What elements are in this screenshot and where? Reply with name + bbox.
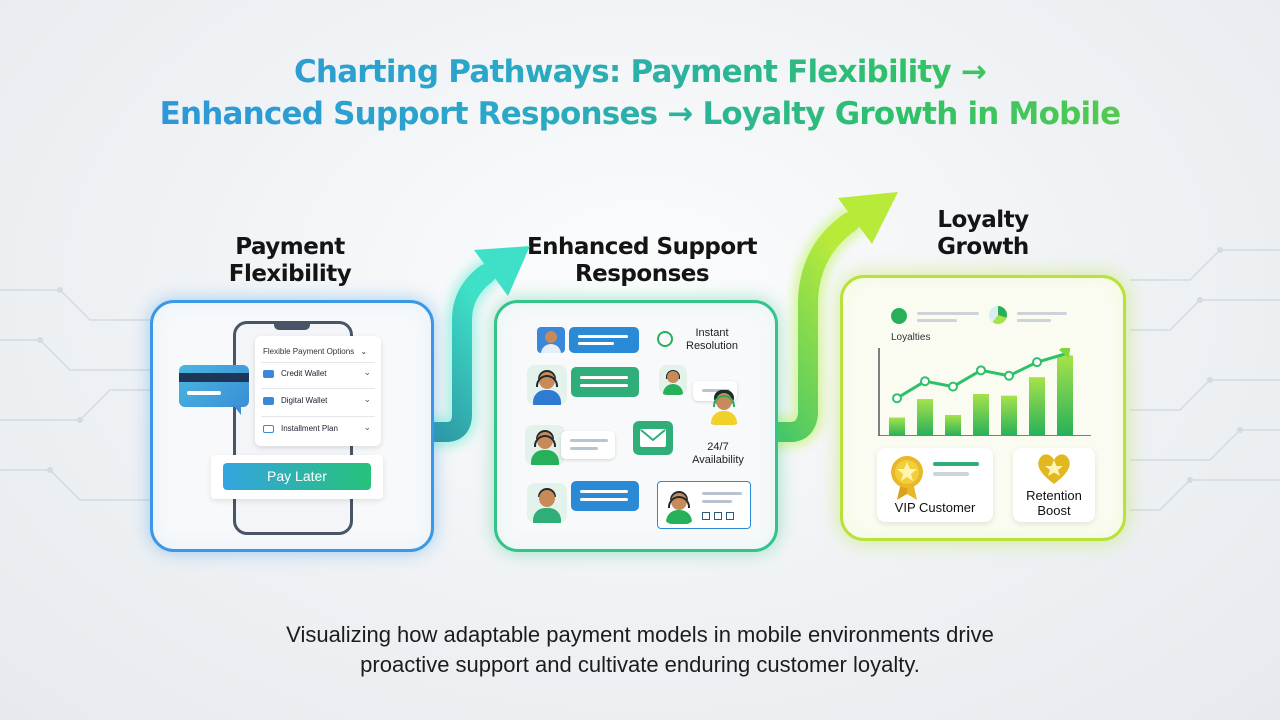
subtitle-line-2: proactive support and cultivate enduring… bbox=[360, 652, 920, 677]
instant-resolution-line1: Instant bbox=[695, 327, 729, 339]
title-line-1: Charting Pathways: Payment Flexibility → bbox=[0, 54, 1280, 90]
badge-star-icon bbox=[891, 456, 923, 500]
chevron-down-icon: ⌄ bbox=[360, 347, 368, 356]
loyalty-bar bbox=[945, 415, 961, 436]
chevron-down-icon: ⌄ bbox=[363, 394, 371, 404]
subtitle-line-1: Visualizing how adaptable payment models… bbox=[286, 622, 994, 647]
trend-point bbox=[1032, 357, 1042, 368]
loyalty-bar bbox=[917, 399, 933, 436]
trend-point bbox=[948, 381, 958, 392]
instant-resolution-label: Instant Resolution bbox=[677, 327, 747, 353]
stage-label-loyalty: Loyalty Growth bbox=[900, 207, 1066, 261]
instant-resolution-line2: Resolution bbox=[686, 340, 738, 352]
retention-boost-badge: Retention Boost bbox=[1013, 448, 1095, 522]
payment-option-digital-wallet[interactable]: Digital Wallet ⌄ bbox=[263, 394, 375, 408]
trend-point bbox=[976, 365, 986, 376]
headset-icon bbox=[536, 375, 558, 387]
trend-point bbox=[1004, 370, 1014, 381]
credit-card-icon bbox=[263, 370, 274, 378]
loyalty-bar bbox=[889, 417, 905, 436]
payment-options-header[interactable]: Flexible Payment Options ⌄ bbox=[263, 347, 367, 356]
analytics-header: Loyalties bbox=[891, 306, 1081, 348]
payment-options-header-label: Flexible Payment Options bbox=[263, 347, 355, 356]
chat-bubble bbox=[561, 431, 615, 459]
phone-notch bbox=[274, 324, 310, 330]
arrow-up-icon bbox=[399, 246, 530, 447]
credit-card-icon bbox=[179, 365, 249, 415]
loyalty-bar bbox=[1001, 395, 1017, 436]
chevron-down-icon: ⌄ bbox=[363, 422, 371, 432]
loyalty-bar bbox=[1057, 355, 1073, 436]
retention-line1: Retention bbox=[1026, 488, 1082, 503]
stage-label-loyalty-line1: Loyalty bbox=[937, 207, 1029, 233]
payment-options-panel: Flexible Payment Options ⌄ Credit Wallet… bbox=[255, 336, 381, 446]
payment-option-label: Installment Plan bbox=[281, 424, 338, 433]
pay-later-panel: Pay Later bbox=[211, 455, 383, 499]
agent-avatar bbox=[537, 327, 565, 353]
video-call-window bbox=[657, 481, 751, 529]
loyalty-growth-chart-svg bbox=[878, 340, 1091, 437]
loyalty-bar bbox=[1029, 377, 1045, 436]
loyalty-growth-card: Loyalties VIP Customer Retention Boost bbox=[840, 275, 1126, 541]
calendar-icon bbox=[263, 425, 274, 433]
stage-label-support-line2: Responses bbox=[574, 261, 710, 287]
vip-customer-badge: VIP Customer bbox=[877, 448, 993, 522]
agent-avatar-headset bbox=[527, 365, 567, 405]
availability-line2: Availability bbox=[692, 454, 744, 466]
trend-point bbox=[892, 393, 902, 404]
loyalty-bar bbox=[973, 394, 989, 436]
agent-avatar-headset bbox=[664, 486, 694, 524]
retention-line2: Boost bbox=[1037, 503, 1071, 518]
chat-bubble bbox=[571, 367, 639, 397]
divider bbox=[261, 416, 375, 417]
stage-label-support: Enhanced Support Responses bbox=[520, 234, 764, 288]
payment-flexibility-card: Flexible Payment Options ⌄ Credit Wallet… bbox=[150, 300, 434, 552]
mail-icon bbox=[633, 421, 673, 455]
wallet-icon bbox=[263, 397, 274, 405]
heart-star-icon bbox=[1038, 454, 1070, 484]
payment-option-credit-wallet[interactable]: Credit Wallet ⌄ bbox=[263, 367, 375, 381]
pay-later-button[interactable]: Pay Later bbox=[223, 463, 371, 490]
enhanced-support-card: Instant Resolution 24/7 Availability bbox=[494, 300, 778, 552]
customer-avatar bbox=[527, 483, 567, 523]
retention-boost-label: Retention Boost bbox=[1013, 488, 1095, 518]
stage-label-support-line1: Enhanced Support bbox=[526, 234, 758, 260]
vip-customer-label: VIP Customer bbox=[894, 500, 976, 515]
payment-option-installment-plan[interactable]: Installment Plan ⌄ bbox=[263, 422, 375, 436]
payment-option-label: Credit Wallet bbox=[281, 369, 327, 378]
payment-option-label: Digital Wallet bbox=[281, 396, 328, 405]
stage-label-payment: Payment Flexibility bbox=[190, 234, 390, 288]
chevron-down-icon: ⌄ bbox=[363, 367, 371, 377]
availability-label: 24/7 Availability bbox=[683, 441, 753, 467]
divider bbox=[261, 388, 375, 389]
loyalty-chart bbox=[875, 340, 1091, 437]
title-line-2: Enhanced Support Responses → Loyalty Gro… bbox=[0, 96, 1280, 132]
agent-avatar-headset bbox=[525, 425, 565, 465]
availability-line1: 24/7 bbox=[707, 441, 729, 453]
agent-avatar-headset bbox=[707, 385, 741, 425]
pie-chart-icon bbox=[989, 306, 1007, 324]
arrow-up-icon bbox=[747, 192, 898, 447]
chat-icon bbox=[657, 331, 673, 347]
chat-bubble bbox=[571, 481, 639, 511]
divider bbox=[261, 362, 375, 363]
check-circle-icon bbox=[891, 308, 907, 324]
stage-label-loyalty-line2: Growth bbox=[937, 234, 1029, 260]
chat-bubble bbox=[569, 327, 639, 353]
customer-avatar bbox=[659, 365, 687, 395]
stage-label-payment-line1: Payment bbox=[235, 234, 345, 260]
loyalty-chart-label: Loyalties bbox=[891, 332, 931, 343]
trend-point bbox=[920, 376, 930, 387]
stage-label-payment-line2: Flexibility bbox=[228, 261, 352, 287]
